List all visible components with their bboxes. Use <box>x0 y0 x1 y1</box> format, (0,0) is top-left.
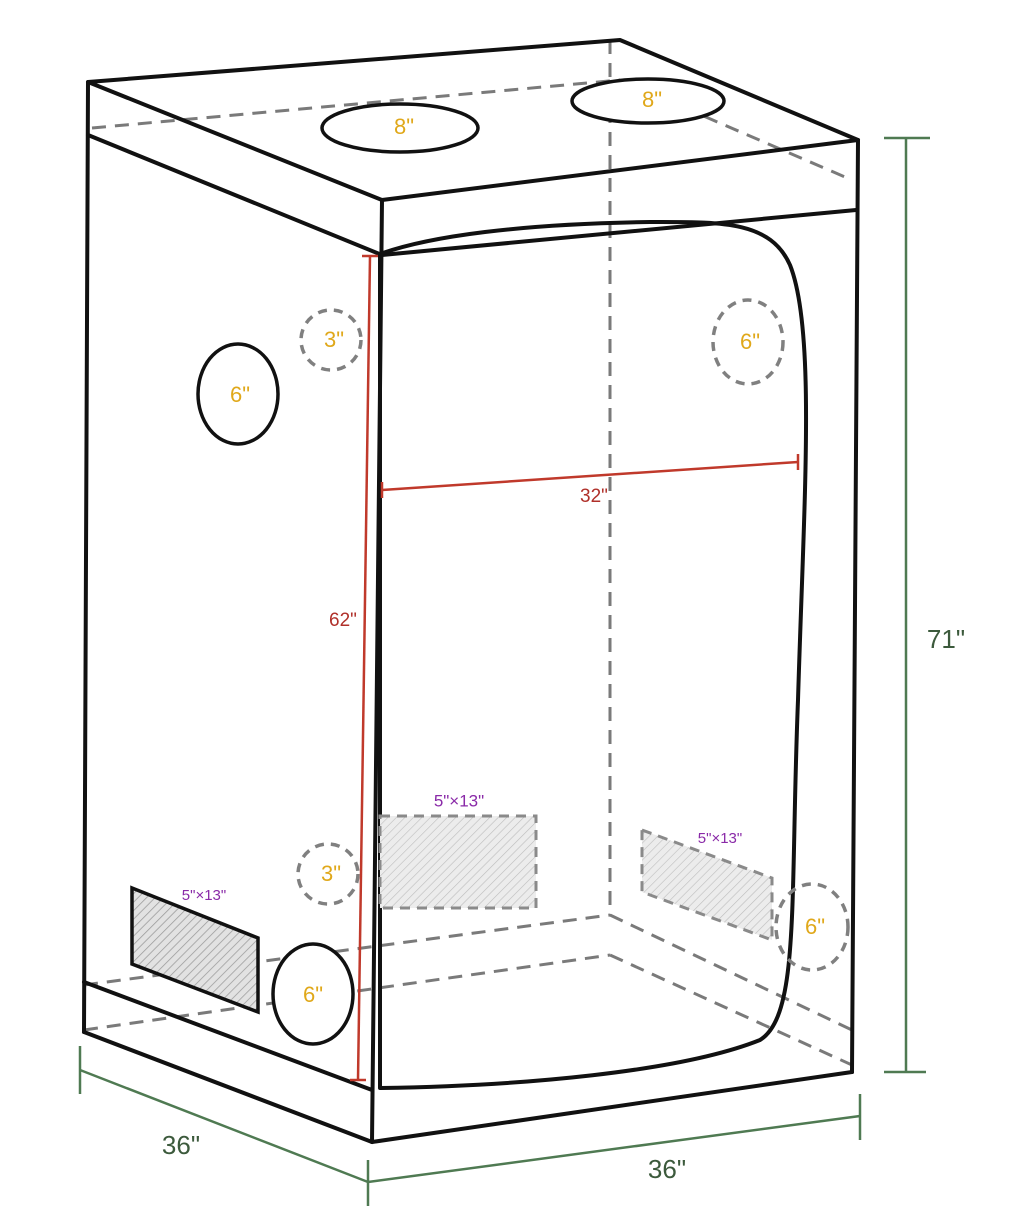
back-vent-label: 5"×13" <box>434 791 484 810</box>
top-port-back-ring <box>570 77 726 125</box>
tent-width-line <box>367 1114 861 1184</box>
back-port-6: 6" <box>711 298 785 386</box>
right-vent: 5"×13" <box>640 827 774 943</box>
left-vent-label: 5"×13" <box>182 887 226 904</box>
front-port-3-top: 3" <box>299 308 363 372</box>
front-port-3-bottom-ring <box>296 842 360 906</box>
left-port-6-bottom-ring <box>271 942 355 1046</box>
bottom-front-edge <box>370 1070 854 1144</box>
left-vent: 5"×13" <box>130 885 260 1015</box>
tent-height-dimension: 71" <box>884 136 965 1074</box>
right-port-6-bottom-ring <box>774 882 850 972</box>
top-back-right-edge <box>619 78 853 182</box>
top-seam-front <box>380 208 858 257</box>
tent-outline <box>82 38 860 1144</box>
top-port-back-label: 8" <box>642 87 662 112</box>
tent-depth-dimension: 36" <box>78 1046 370 1206</box>
right-vent-window <box>640 827 774 943</box>
front-right-vertical-edge <box>850 138 860 1074</box>
tent-height-label: 71" <box>927 624 965 654</box>
hidden-edges <box>83 40 853 1067</box>
top-port-back: 8" <box>570 77 726 125</box>
front-port-3-top-ring <box>299 308 363 372</box>
door-height-line <box>356 255 372 1081</box>
left-port-6-bottom: 6" <box>271 942 355 1046</box>
floor-back-left-edge <box>83 913 611 987</box>
door-width-label: 32" <box>580 486 608 507</box>
top-port-front-label: 8" <box>394 114 414 139</box>
door-width-line <box>381 460 799 492</box>
door-height-label: 62" <box>329 610 357 631</box>
tent-width-dimension: 36" <box>367 1094 862 1184</box>
tent-depth-line <box>79 1068 369 1184</box>
left-port-6: 6" <box>196 342 280 446</box>
left-floor-seam <box>82 980 374 1092</box>
front-port-3-bottom-label: 3" <box>321 861 341 886</box>
top-port-front: 8" <box>320 102 480 154</box>
tent-depth-label: 36" <box>162 1130 200 1160</box>
left-back-vertical-edge <box>82 80 90 1034</box>
top-back-left-edge <box>91 78 621 130</box>
right-vent-label: 5"×13" <box>698 830 742 847</box>
right-port-6-bottom-label: 6" <box>805 914 825 939</box>
left-port-6-bottom-label: 6" <box>303 982 323 1007</box>
door-height-dimension: 62" <box>329 254 378 1082</box>
top-seam-left <box>86 133 384 257</box>
front-port-3-top-label: 3" <box>324 327 344 352</box>
left-vent-window <box>130 885 260 1015</box>
back-port-6-ring <box>711 298 785 386</box>
bottom-left-edge <box>82 1030 374 1144</box>
back-vent: 5"×13" <box>378 791 538 910</box>
back-port-6-label: 6" <box>740 329 760 354</box>
right-port-6-bottom: 6" <box>774 882 850 972</box>
front-port-3-bottom: 3" <box>296 842 360 906</box>
left-port-6-label: 6" <box>230 382 250 407</box>
tent-width-label: 36" <box>648 1154 686 1184</box>
door-width-dimension: 32" <box>380 454 800 507</box>
back-vent-window <box>378 814 538 910</box>
left-port-6-ring <box>196 342 280 446</box>
top-port-front-ring <box>320 102 480 154</box>
door-zipper-outline <box>378 219 809 1090</box>
